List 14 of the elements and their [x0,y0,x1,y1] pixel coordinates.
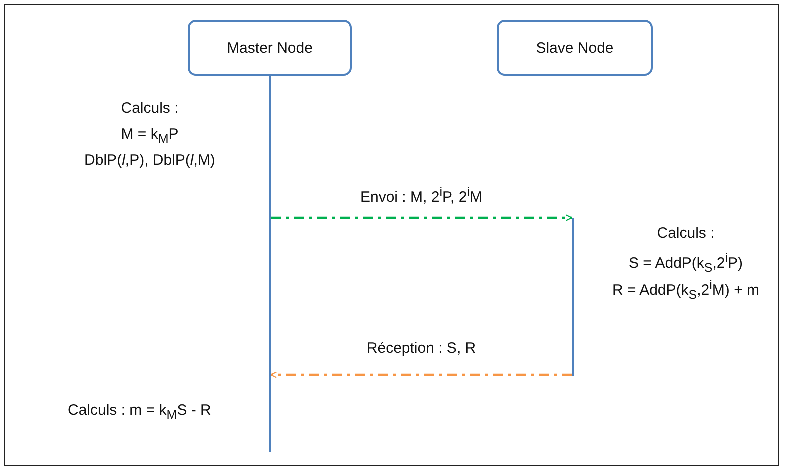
lifeline-header-box: Master Node [188,20,352,76]
calculation-text: R = AddP(k$_{S}$,2$^{i}$M) + m [612,278,760,302]
calculation-text: DblP(l,P), DblP(l,M) [84,152,216,169]
calculation-text: S = AddP(k$_{S}$,2$^{i}$P) [628,251,744,275]
lifeline-header-box: Slave Node [497,20,653,76]
lifeline [269,76,271,452]
message-arrow [271,214,573,222]
calculation-text: Calculs : [657,225,715,242]
calculation-text: M = k$_{M}$P [121,126,179,146]
calculation-text: Calculs : m = k$_{M}$S - R [68,402,212,422]
calculation-text: Calculs : [121,100,179,117]
message-arrow [270,372,572,378]
edge-label: Envoi : M, 2$^{i}$P, 2$^{i}$M [358,185,484,206]
lifeline [572,218,574,376]
